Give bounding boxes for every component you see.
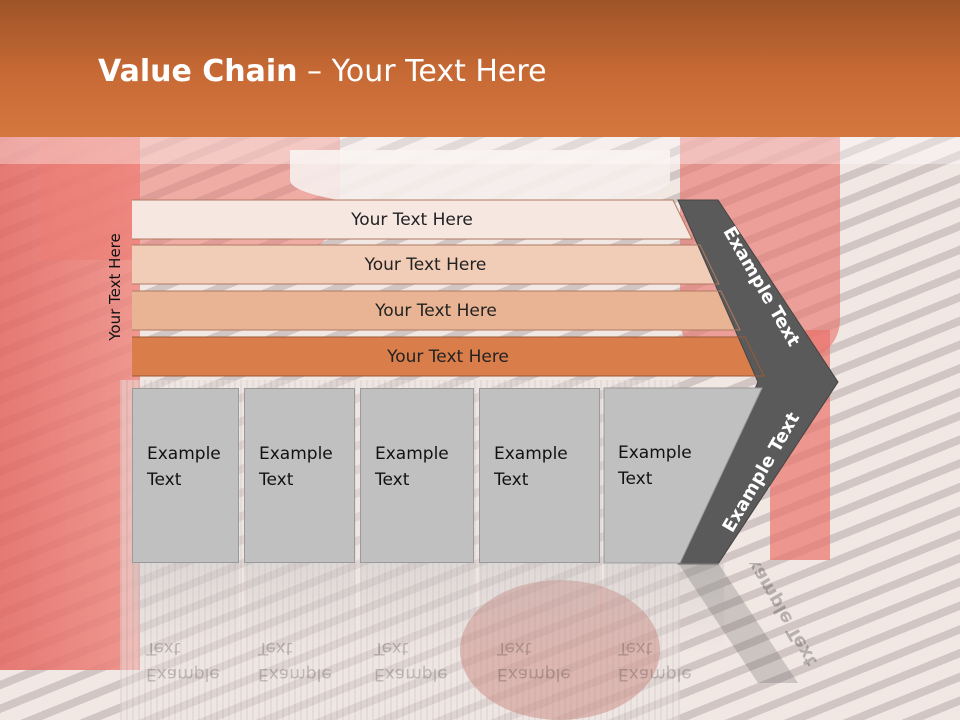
- bar-2[interactable]: Your Text Here: [132, 245, 719, 284]
- reflection-chevron: [678, 563, 798, 683]
- activity-box-3[interactable]: Example Text: [360, 388, 474, 563]
- activity-box-4[interactable]: Example Text: [479, 388, 600, 563]
- reflection-box-5: [604, 563, 724, 653]
- bg-hand: [460, 580, 660, 720]
- box-1-line1: Example: [147, 444, 221, 464]
- activity-box-5[interactable]: Example Text: [604, 388, 724, 563]
- box-4-line2: Text: [494, 470, 529, 490]
- box-4-line1: Example: [494, 444, 568, 464]
- box-3-line2: Text: [375, 470, 410, 490]
- bar-4-label: Your Text Here: [387, 346, 509, 367]
- reflection-box-2: [244, 563, 355, 653]
- bar-1-label: Your Text Here: [351, 209, 473, 230]
- box-3-line1: Example: [375, 444, 449, 464]
- slide-title[interactable]: Value Chain – Your Text Here: [98, 54, 547, 89]
- title-rest: – Your Text Here: [297, 54, 547, 89]
- box-5-line1: Example: [618, 443, 692, 463]
- bar-3[interactable]: Your Text Here: [132, 291, 740, 330]
- box-2-line2: Text: [259, 470, 294, 490]
- reflection-box-3: [360, 563, 474, 653]
- title-strong: Value Chain: [98, 54, 298, 89]
- activity-box-2[interactable]: Example Text: [244, 388, 355, 563]
- header-band: [0, 137, 960, 164]
- activity-box-1[interactable]: Example Text: [132, 388, 239, 563]
- bar-1[interactable]: Your Text Here: [132, 200, 692, 239]
- bar-4[interactable]: Your Text Here: [132, 337, 764, 376]
- box-1-line2: Text: [147, 470, 182, 490]
- reflection-box-1: [132, 563, 239, 653]
- bar-3-label: Your Text Here: [375, 300, 497, 321]
- box-2-line1: Example: [259, 444, 333, 464]
- box-5-line2: Text: [618, 469, 653, 489]
- bar-2-label: Your Text Here: [364, 254, 487, 275]
- title-header: Value Chain – Your Text Here: [0, 0, 960, 164]
- reflection-box-4: [479, 563, 600, 653]
